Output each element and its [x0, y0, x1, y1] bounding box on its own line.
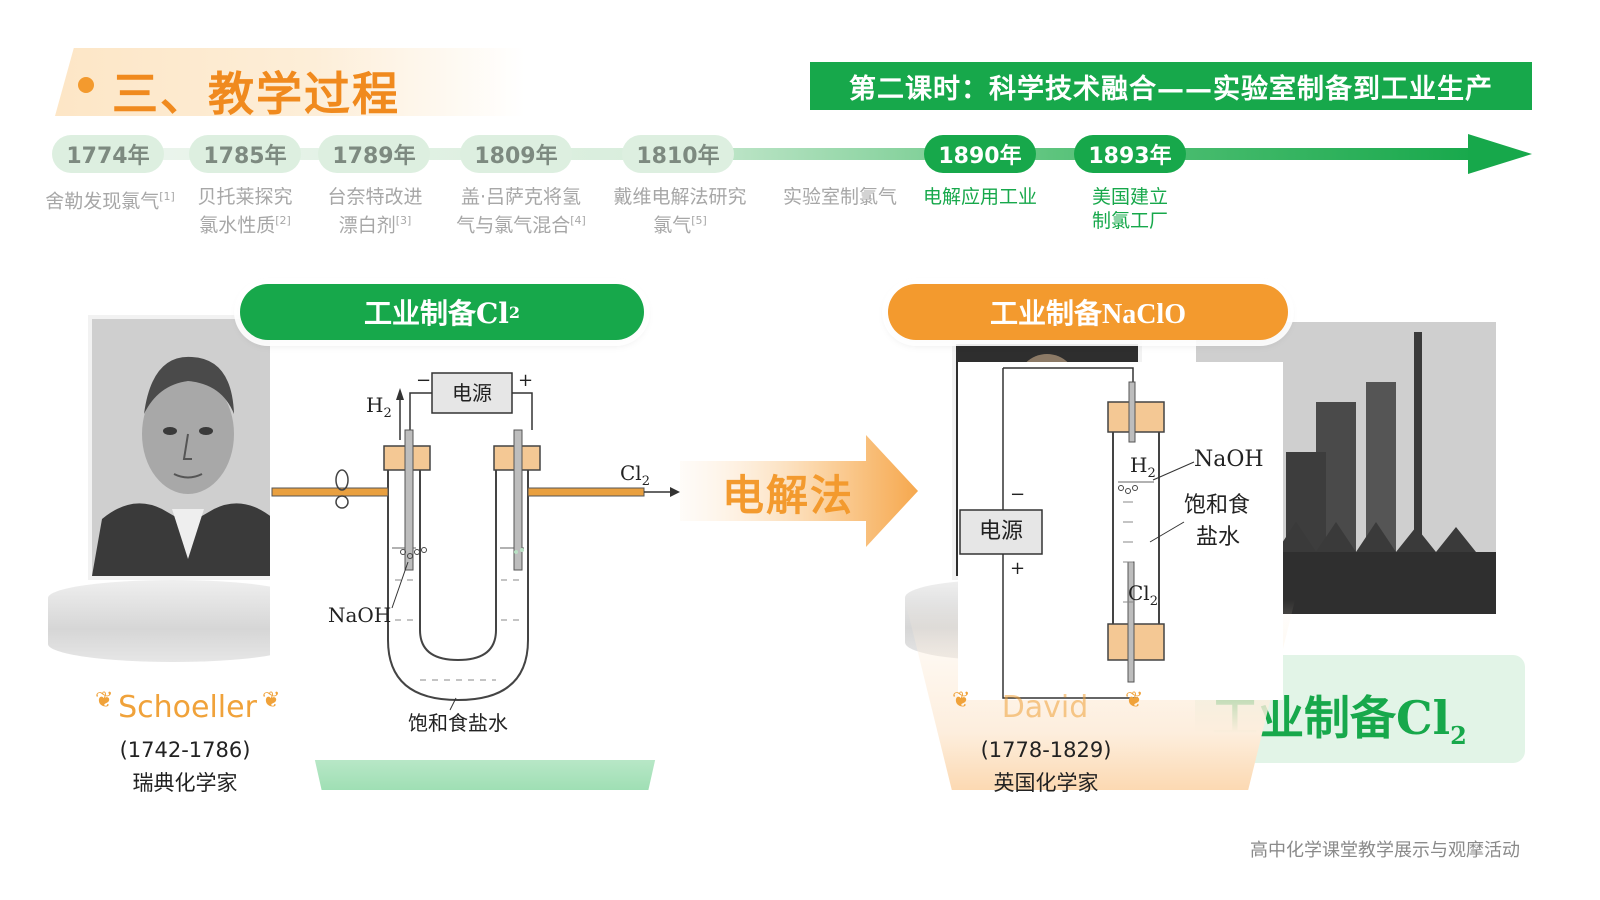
scientist-role-right: 英国化学家	[993, 771, 1099, 795]
footer-caption: 高中化学课堂教学展示与观摩活动	[1250, 840, 1520, 861]
laurel-right-icon: ❦	[1125, 688, 1144, 713]
cl2-label: Cl2	[1128, 581, 1158, 609]
scientist-years-right: (1778-1829)	[980, 738, 1112, 762]
h2-label: H2	[1130, 453, 1156, 481]
method-label: 电解法	[722, 471, 855, 520]
timeline-year-1785: 1785年	[189, 135, 301, 173]
naoh-label: NaOH	[328, 603, 391, 627]
lesson-banner: 第二课时：科学技术融合——实验室制备到工业生产	[810, 62, 1532, 110]
minus-sign: −	[1010, 484, 1025, 505]
method-arrow-icon	[680, 435, 918, 547]
scientist-name-right: David	[1001, 690, 1089, 725]
timeline-year-1774: 1774年	[52, 135, 164, 173]
timeline-caption: 实验室制氯气	[782, 186, 897, 208]
laurel-left-icon: ❦	[95, 688, 114, 713]
timeline-caption: 电解应用工业	[922, 186, 1037, 208]
scientist-portrait-left	[88, 315, 288, 580]
brine-label-line1: 饱和食	[1184, 493, 1250, 518]
brine-label: 饱和食盐水	[408, 711, 508, 735]
title-band	[55, 48, 525, 116]
page-title: 三、教学过程	[112, 67, 400, 121]
tag-industrial-naclo: 工业制备NaClO	[888, 284, 1288, 340]
naoh-label: NaOH	[1194, 447, 1264, 472]
power-label: 电源	[452, 381, 492, 405]
scientist-name-left: Schoeller	[118, 690, 257, 725]
timeline-year-1893: 1893年	[1074, 135, 1186, 173]
portrait-figure-icon	[92, 319, 284, 576]
timeline-caption: 盖·吕萨克将氢气与氯气混合[4]	[456, 186, 586, 237]
power-label: 电源	[979, 519, 1023, 544]
timeline-year-1890: 1890年	[924, 135, 1036, 173]
brine-label-line2: 盐水	[1196, 525, 1240, 550]
laurel-left-icon: ❦	[952, 688, 971, 713]
timeline-year-1809: 1809年	[460, 135, 572, 173]
portrait-stand	[48, 580, 298, 662]
timeline-year-1789: 1789年	[318, 135, 430, 173]
timeline-year-1810: 1810年	[622, 135, 734, 173]
naclo-apparatus-diagram: 电源 − + H2 Cl2 NaOH 饱和食 盐水	[958, 362, 1283, 700]
h2-label: H2	[366, 393, 392, 421]
timeline-arrow-icon	[1468, 134, 1532, 174]
timeline-caption: 舍勒发现氯气[1]	[45, 190, 175, 213]
plus-sign: +	[1010, 558, 1025, 579]
timeline-caption: 戴维电解法研究氯气[5]	[613, 186, 747, 237]
timeline-caption: 美国建立制氯工厂	[1091, 186, 1168, 232]
timeline-caption: 贝托莱探究氯水性质[2]	[197, 186, 293, 237]
power-source-box	[959, 509, 1043, 555]
power-source-box	[431, 372, 513, 414]
scientist-years-left: (1742-1786)	[119, 738, 251, 762]
scientist-role-left: 瑞典化学家	[132, 771, 238, 795]
title-bullet-icon	[78, 77, 94, 93]
timeline-caption: 台奈特改进漂白剂[3]	[327, 186, 423, 237]
plus-sign: +	[518, 370, 533, 391]
electrolysis-apparatus-diagram: 电源 − + H2 Cl2 NaOH 饱和食盐水	[270, 340, 700, 760]
minus-sign: −	[416, 370, 431, 391]
cl2-label: Cl2	[620, 461, 650, 489]
laurel-right-icon: ❦	[262, 688, 281, 713]
